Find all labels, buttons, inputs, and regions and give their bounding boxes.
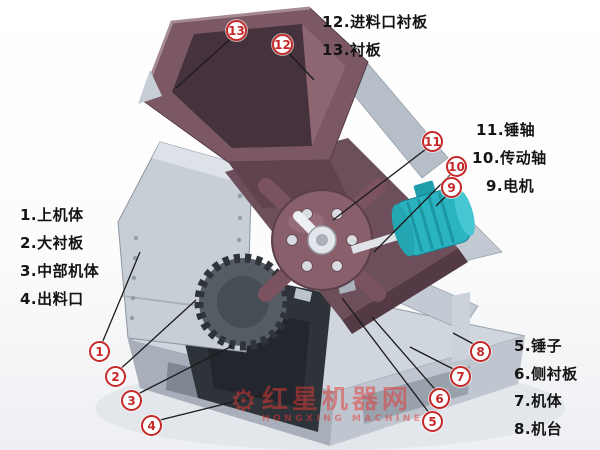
callout-4: 4 xyxy=(141,415,162,436)
legend-liner: 13.衬板 xyxy=(322,41,382,59)
legend-body: 7.机体 xyxy=(514,392,563,410)
callout-1: 1 xyxy=(89,341,110,362)
feed-hopper xyxy=(138,6,369,208)
legend-base: 8.机台 xyxy=(514,420,563,438)
callout-6: 6 xyxy=(429,388,450,409)
callout-5: 5 xyxy=(422,411,443,432)
drive-shaft xyxy=(350,230,406,254)
legend-hammer-shaft: 11.锤轴 xyxy=(476,121,536,139)
callout-9: 9 xyxy=(441,177,462,198)
callout-3: 3 xyxy=(121,390,142,411)
callout-2: 2 xyxy=(105,366,126,387)
legend-motor: 9.电机 xyxy=(486,177,535,195)
legend-big-liner: 2.大衬板 xyxy=(20,234,84,252)
callout-12: 12 xyxy=(272,34,293,55)
legend-inlet-liner: 12.进料口衬板 xyxy=(322,13,428,31)
callout-10: 10 xyxy=(446,156,467,177)
callout-8: 8 xyxy=(470,341,491,362)
legend-drive-shaft: 10.传动轴 xyxy=(472,149,547,167)
legend-middle-body: 3.中部机体 xyxy=(20,262,100,280)
legend-upper-body: 1.上机体 xyxy=(20,206,84,224)
callout-11: 11 xyxy=(422,131,443,152)
callout-7: 7 xyxy=(450,366,471,387)
motor xyxy=(391,180,475,257)
legend-hammer: 5.锤子 xyxy=(514,337,563,355)
rotor-assembly xyxy=(258,178,386,302)
legend-discharge: 4.出料口 xyxy=(20,290,84,308)
callout-13: 13 xyxy=(226,20,247,41)
gear-ring xyxy=(194,253,292,351)
leader-lines xyxy=(99,32,482,423)
legend-side-liner: 6.侧衬板 xyxy=(514,365,578,383)
